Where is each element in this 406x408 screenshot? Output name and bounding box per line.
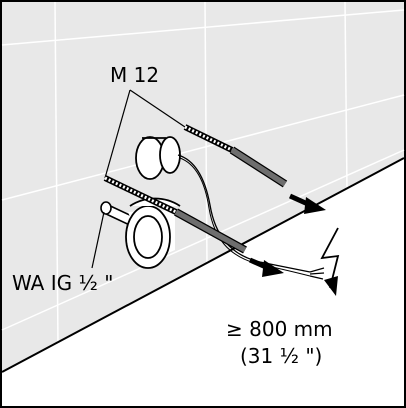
lightning-bolt-icon (320, 227, 340, 296)
thread-leader-lines (104, 89, 186, 179)
water-connection-label: WA IG ½ " (12, 271, 113, 295)
tile-joints (1, 1, 405, 346)
upper-arrow-icon (288, 193, 326, 214)
upper-threaded-rod (183, 124, 288, 188)
upper-fitting (135, 136, 181, 180)
tiled-wall (2, 2, 404, 372)
cable-length-imperial-label: (31 ½ ") (240, 344, 322, 368)
thread-size-label: M 12 (110, 63, 159, 87)
pipe-leader-line (91, 211, 105, 269)
main-fitting (125, 197, 181, 269)
wall-edge (1, 157, 405, 373)
cable-wire-ends (309, 267, 325, 280)
cable-inner (179, 157, 311, 277)
cable-length-metric-label: ≥ 800 mm (226, 317, 333, 341)
lower-threaded-rod (103, 175, 247, 254)
lower-arrow-icon (248, 257, 284, 277)
